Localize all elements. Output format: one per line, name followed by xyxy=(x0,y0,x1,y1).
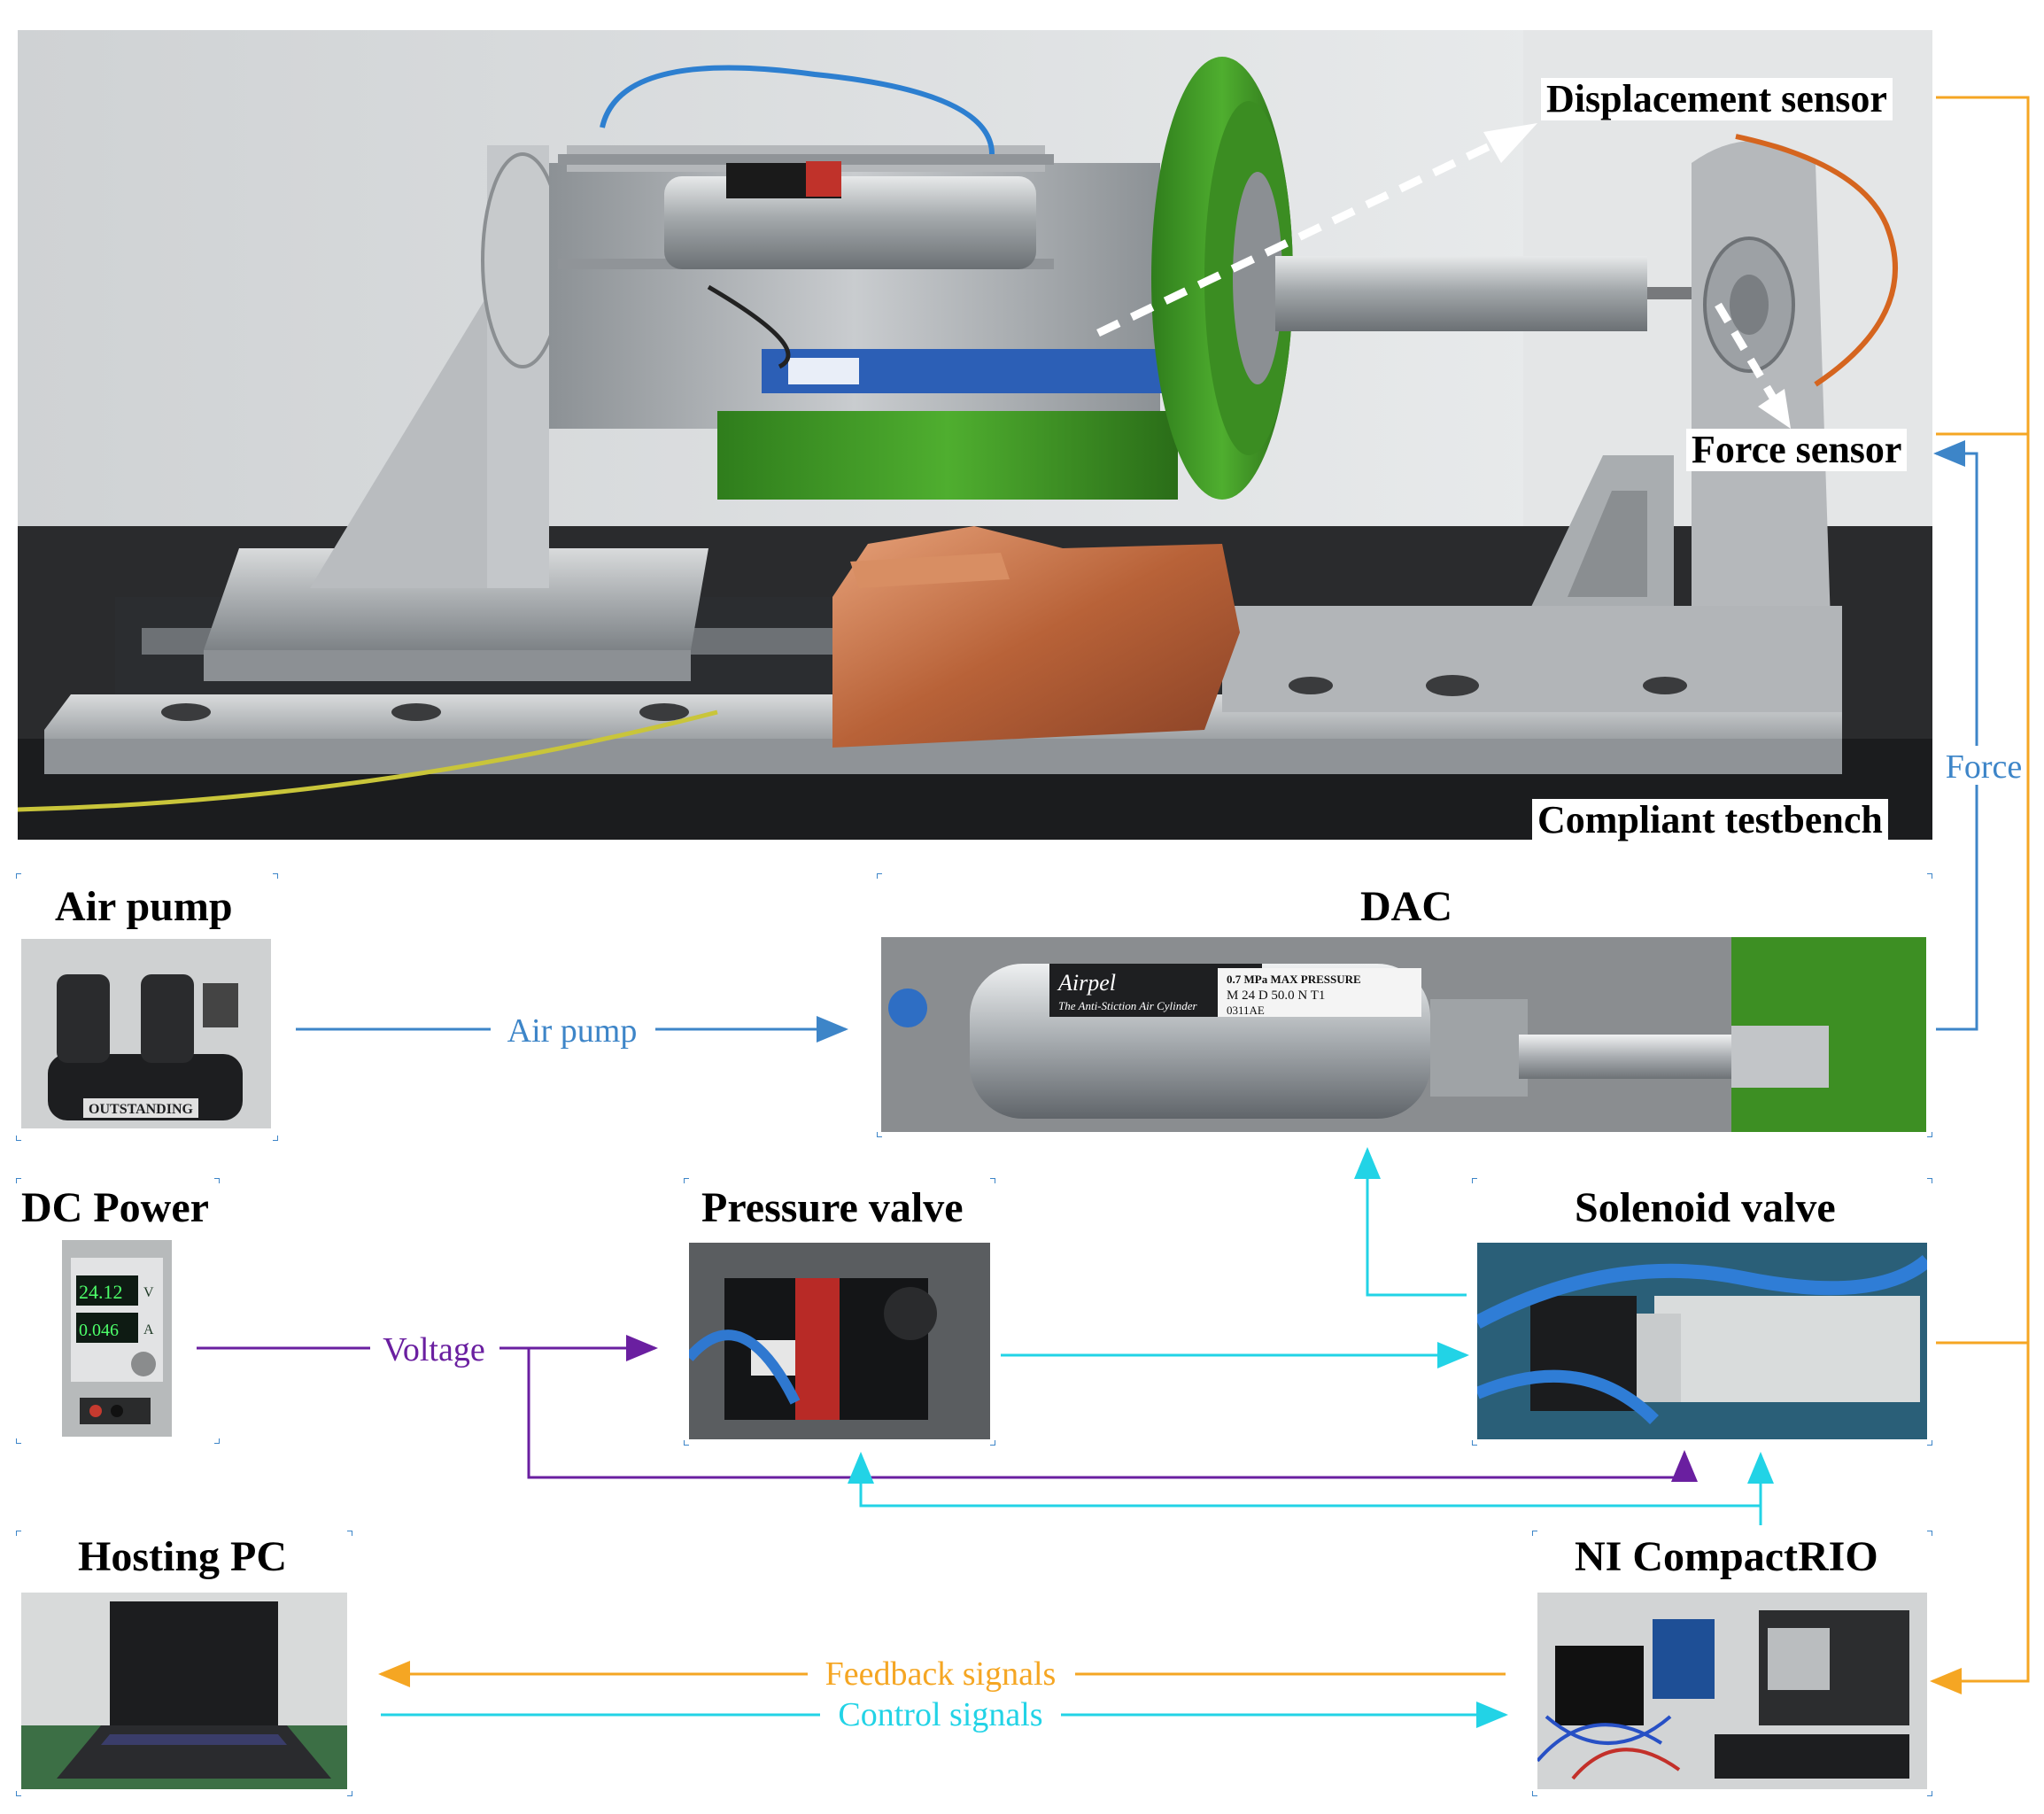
solenoid-valve-photo xyxy=(1477,1243,1927,1439)
psu-current-unit: A xyxy=(143,1322,154,1337)
force-wire-label: Force xyxy=(1946,748,2023,786)
psu-voltage-unit: V xyxy=(143,1285,154,1300)
cylinder-tagline: The Anti-Stiction Air Cylinder xyxy=(1058,999,1198,1012)
compliant-testbench-label: Compliant testbench xyxy=(1532,799,1888,841)
dac-label: DAC xyxy=(1360,883,1452,930)
feedback-signals-label: Feedback signals xyxy=(825,1655,1057,1693)
force-sensor-label: Force sensor xyxy=(1686,429,1908,471)
force-wire xyxy=(1933,440,1978,1031)
pump-brand: OUTSTANDING xyxy=(89,1102,194,1117)
dc-power-photo: 24.12 V 0.046 A xyxy=(62,1240,172,1437)
psu-current: 0.046 xyxy=(79,1321,119,1340)
control-wires xyxy=(381,1147,1774,1728)
psu-voltage: 24.12 xyxy=(79,1281,123,1303)
hosting-pc-label: Hosting PC xyxy=(78,1533,288,1580)
ni-compactrio-label: NI CompactRIO xyxy=(1575,1533,1878,1580)
displacement-sensor-label: Displacement sensor xyxy=(1541,78,1893,120)
air-pump-photo: OUTSTANDING xyxy=(21,939,271,1128)
cylinder-spec-3: 0311AE xyxy=(1227,1004,1265,1017)
air-pump-label: Air pump xyxy=(55,883,233,930)
control-signals-label: Control signals xyxy=(838,1696,1042,1733)
hosting-pc-photo xyxy=(21,1593,347,1789)
solenoid-valve-label: Solenoid valve xyxy=(1575,1184,1836,1231)
pressure-valve-photo xyxy=(689,1243,990,1439)
cylinder-brand: Airpel xyxy=(1057,970,1116,996)
feedback-bus xyxy=(1930,96,2030,1694)
cylinder-spec-1: 0.7 MPa MAX PRESSURE xyxy=(1227,973,1361,986)
voltage-wire-label: Voltage xyxy=(383,1331,484,1368)
cylinder-spec-2: M 24 D 50.0 N T1 xyxy=(1227,988,1325,1003)
ni-compactrio-photo xyxy=(1537,1593,1927,1789)
dac-photo: Airpel The Anti-Stiction Air Cylinder 0.… xyxy=(881,937,1926,1132)
air-pump-wire-label: Air pump xyxy=(507,1012,638,1050)
pressure-valve-label: Pressure valve xyxy=(701,1184,964,1231)
dc-power-label: DC Power xyxy=(21,1184,209,1231)
testbench-photo xyxy=(18,30,1932,840)
